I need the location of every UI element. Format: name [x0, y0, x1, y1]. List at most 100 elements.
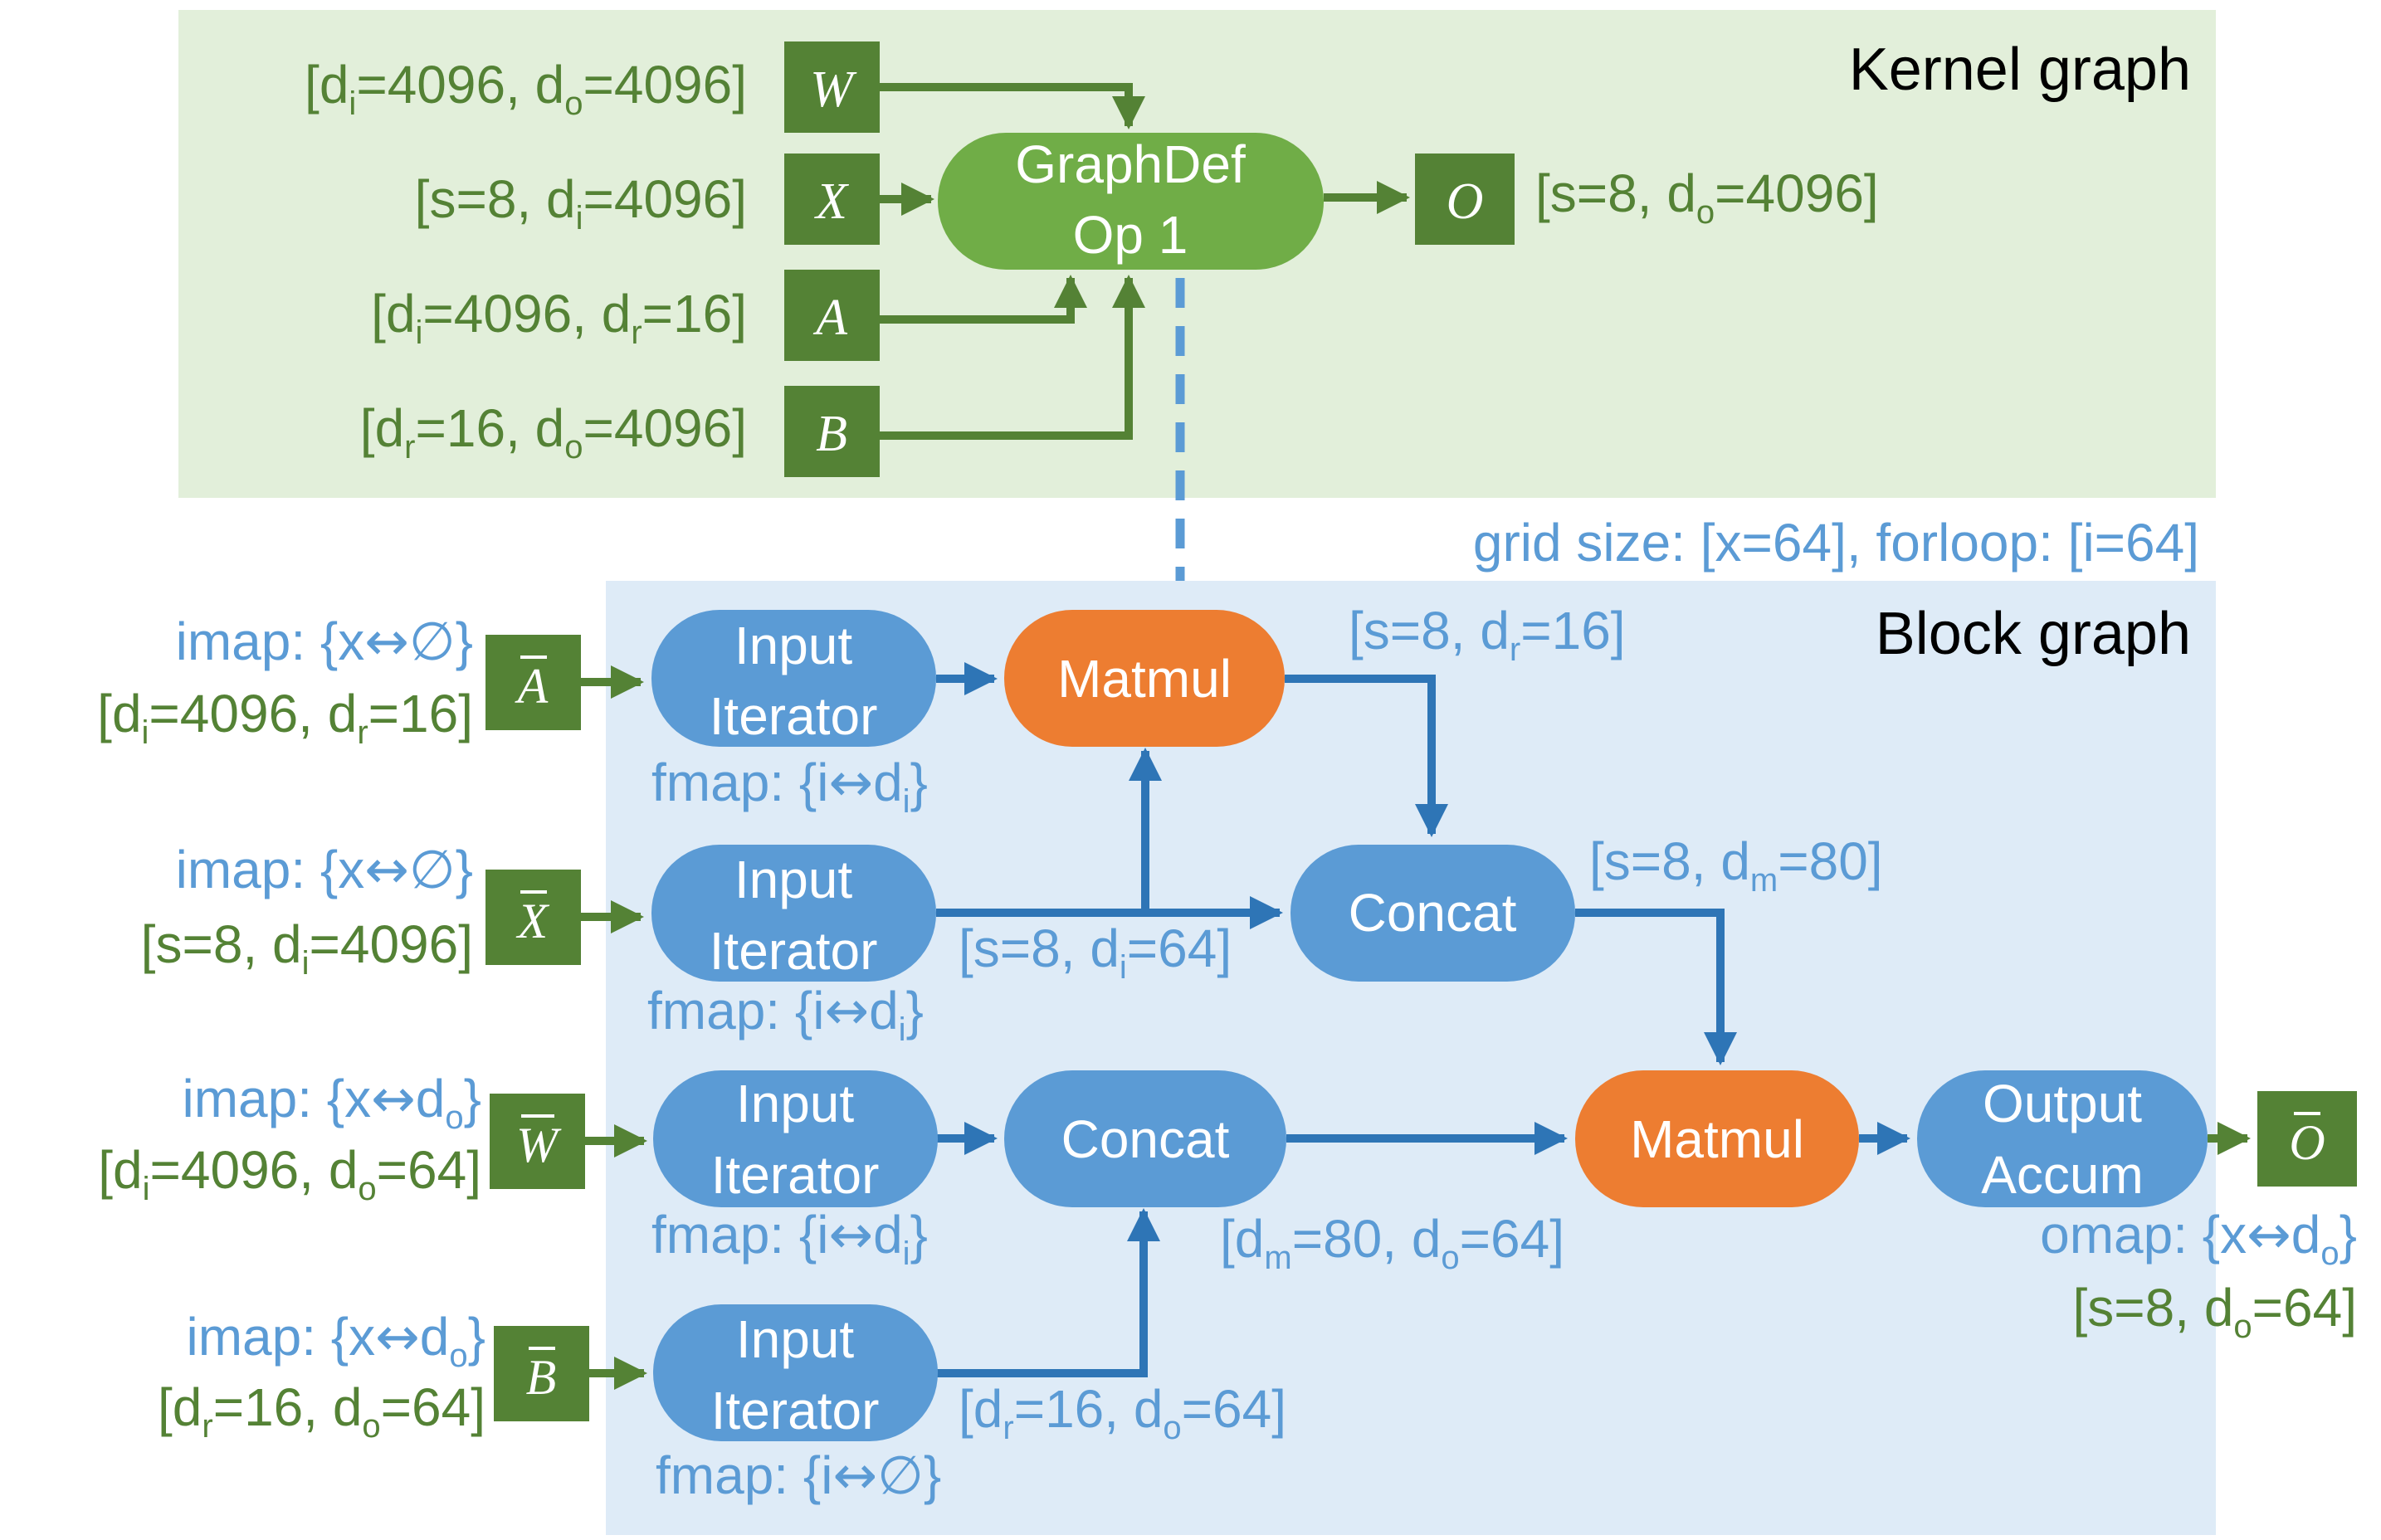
graphdef-op-label-line2: Op 1 [1073, 205, 1188, 265]
tensor-abar-shape: [di=4096, dr=16] [97, 684, 473, 751]
tensor-wbar-imap: imap: {x↔do} [183, 1069, 482, 1136]
kernel-input-b: B [dr=16, do=4096] [360, 386, 880, 477]
tensor-w-symbol: W [810, 61, 857, 118]
grid-size-label: grid size: [x=64], forloop: [i=64] [1473, 513, 2199, 573]
edge-a-to-graphdef [880, 275, 1087, 324]
block-graph-edges [936, 662, 1910, 1377]
kernel-input-a: A [di=4096, dr=16] [371, 270, 880, 361]
tensor-obar-symbol: O [2289, 1115, 2325, 1170]
block-input-wbar: W imap: {x↔do} [di=4096, do=64] [98, 1069, 585, 1207]
concat-node-1-label: Concat [1349, 883, 1517, 943]
block-input-bbar: B imap: {x↔do} [dr=16, do=64] [158, 1307, 589, 1445]
edge-label-x-iter-out: [s=8, di=64] [959, 919, 1232, 986]
tensor-wbar-shape: [di=4096, do=64] [98, 1140, 481, 1207]
edge-iter-b-to-concat2 [936, 1208, 1160, 1377]
input-iterator-a-line1: Input [734, 616, 853, 675]
tensor-o-box [1415, 154, 1515, 245]
tensor-bbar-imap: imap: {x↔do} [187, 1307, 486, 1374]
fmap-w: fmap: {i↔di} [651, 1205, 928, 1272]
block-input-edges [581, 665, 2251, 1390]
concat-node-2-label: Concat [1061, 1109, 1230, 1169]
output-accum-node: Output Accum [1917, 1070, 2208, 1207]
kernel-input-w: W [di=4096, do=4096] [305, 41, 880, 133]
tensor-bbar-shape: [dr=16, do=64] [158, 1377, 485, 1445]
block-input-xbar: X imap: {x↔∅} [s=8, di=4096] [141, 840, 581, 982]
kernel-output-o: O [s=8, do=4096] [1415, 154, 1879, 245]
tensor-b-shape: [dr=16, do=4096] [360, 398, 747, 465]
matmul-node-1-shape [1004, 610, 1285, 747]
block-output-obar: O omap: {x↔do} [s=8, do=64] [2040, 1091, 2357, 1345]
concat-node-1-shape [1291, 845, 1575, 982]
tensor-wbar-symbol: W [516, 1118, 562, 1172]
tensor-a-box [784, 270, 880, 361]
tensor-xbar-shape: [s=8, di=4096] [141, 914, 473, 982]
input-iterator-x-line2: Iterator [710, 921, 878, 981]
output-accum-line2: Accum [1981, 1145, 2144, 1205]
input-iterator-w: Input Iterator fmap: {i↔di} [651, 1070, 938, 1272]
edge-label-b-iter-out: [dr=16, do=64] [959, 1379, 1286, 1446]
block-graph-title: Block graph [1876, 601, 2191, 667]
tensor-bbar-symbol: B [526, 1350, 557, 1405]
concat-node-2-shape [1004, 1070, 1286, 1207]
output-accum-shape [1917, 1070, 2208, 1207]
input-iterator-a-line2: Iterator [710, 686, 878, 746]
graphdef-op-shape [938, 133, 1324, 270]
tensor-abar-symbol: A [515, 659, 549, 714]
fmap-x: fmap: {i↔di} [647, 981, 924, 1048]
edge-b-to-graphdef [880, 275, 1145, 440]
tensor-w-box [784, 41, 880, 133]
input-iterator-b-line1: Input [736, 1309, 855, 1369]
tensor-x-symbol: X [813, 173, 849, 230]
tensor-obar-omap: omap: {x↔do} [2040, 1205, 2357, 1272]
input-iterator-x: Input Iterator fmap: {i↔di} [647, 845, 936, 1048]
edge-concat1-to-matmul2 [1575, 909, 1737, 1065]
input-iterator-w-line2: Iterator [711, 1145, 880, 1205]
input-iterator-a: Input Iterator fmap: {i↔di} [651, 610, 936, 820]
tensor-xbar-symbol: X [516, 894, 550, 948]
tensor-xbar-imap: imap: {x↔∅} [176, 840, 473, 901]
matmul-node-2: Matmul [1575, 1070, 1859, 1207]
block-input-abar: A imap: {x↔∅} [di=4096, dr=16] [97, 612, 581, 751]
input-iterator-x-shape [651, 845, 936, 982]
graphdef-op-label-line1: GraphDef [1015, 134, 1246, 194]
kernel-graph-edges [880, 83, 1410, 440]
tensor-b-box [784, 386, 880, 477]
matmul-node-1: Matmul [1004, 610, 1285, 747]
edge-matmul1-to-concat1 [1285, 675, 1448, 837]
fmap-a: fmap: {i↔di} [651, 753, 928, 820]
graphdef-op-node: GraphDef Op 1 [938, 133, 1324, 270]
tensor-o-symbol: O [1447, 173, 1484, 230]
tensor-obar-box [2257, 1091, 2357, 1187]
tensor-x-shape: [s=8, di=4096] [415, 169, 747, 236]
tensor-abar-box [485, 635, 581, 730]
kernel-input-x: X [s=8, di=4096] [415, 154, 880, 245]
input-iterator-w-shape [653, 1070, 938, 1207]
concat-node-2: Concat [1004, 1070, 1286, 1207]
tensor-w-shape: [di=4096, do=4096] [305, 55, 747, 122]
tensor-x-box [784, 154, 880, 245]
input-iterator-a-shape [651, 610, 936, 747]
tensor-abar-imap: imap: {x↔∅} [176, 612, 473, 673]
tensor-a-shape: [di=4096, dr=16] [371, 284, 747, 351]
tensor-o-shape: [s=8, do=4096] [1535, 163, 1879, 231]
tensor-a-symbol: A [812, 290, 848, 346]
tensor-b-symbol: B [816, 406, 847, 462]
concat-node-1: Concat [1291, 845, 1575, 982]
matmul-node-1-label: Matmul [1057, 649, 1232, 709]
input-iterator-x-line1: Input [734, 850, 853, 909]
edge-label-matmul1-out: [s=8, dr=16] [1349, 601, 1626, 668]
input-iterator-b-line2: Iterator [711, 1381, 880, 1440]
tensor-xbar-box [485, 870, 581, 965]
fmap-b: fmap: {i↔∅} [656, 1445, 941, 1507]
kernel-graph-title: Kernel graph [1849, 37, 2191, 103]
tensor-obar-shape: [s=8, do=64] [2073, 1278, 2358, 1345]
matmul-node-2-label: Matmul [1630, 1109, 1804, 1169]
output-accum-line1: Output [1983, 1074, 2142, 1133]
matmul-node-2-shape [1575, 1070, 1859, 1207]
tensor-wbar-box [490, 1094, 585, 1189]
tensor-bbar-box [494, 1326, 589, 1421]
edge-w-to-graphdef [880, 83, 1145, 129]
edge-label-concat2-out: [dm=80, do=64] [1220, 1209, 1564, 1276]
input-iterator-b-shape [653, 1304, 938, 1441]
